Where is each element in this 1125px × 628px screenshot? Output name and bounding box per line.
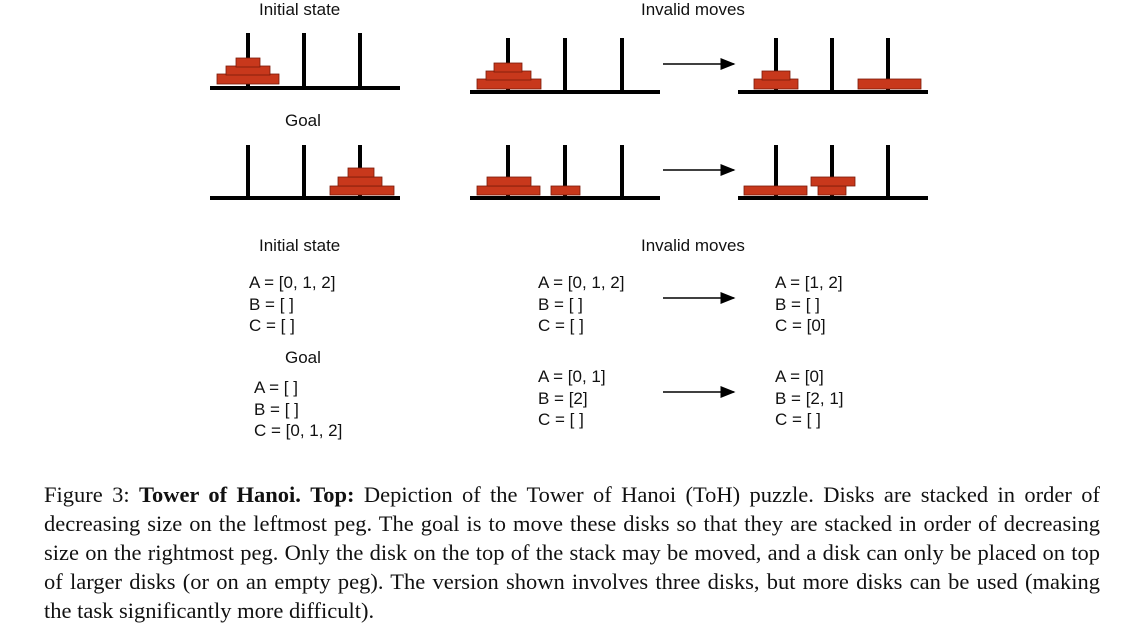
tower-of-hanoi-diagram	[210, 33, 928, 398]
caption-bold-top: Top:	[310, 482, 355, 507]
goal-towers	[210, 145, 400, 200]
caption-bold-title: Tower of Hanoi.	[139, 482, 301, 507]
top-initial-state-label: Initial state	[259, 0, 341, 19]
caption-prefix: Figure 3:	[44, 482, 139, 507]
peg-b	[302, 145, 306, 198]
peg-a	[774, 145, 778, 198]
state-line-a: A = [0, 1, 2]	[538, 273, 625, 292]
disk-2	[216, 73, 280, 85]
peg-a	[506, 145, 510, 198]
move2-from-state-text: A = [0, 1] B = [2] C = [ ]	[538, 366, 606, 431]
peg-c	[886, 145, 890, 198]
top-invalid-moves-label: Invalid moves	[641, 0, 745, 19]
state-line-b: B = [ ]	[775, 294, 820, 314]
peg-c	[620, 145, 624, 198]
state-line-a: A = [0, 1, 2]	[249, 273, 336, 292]
state-line-c: C = [ ]	[249, 316, 295, 335]
invalid-move-1-to-towers	[738, 38, 928, 94]
disk-2	[329, 185, 395, 196]
top-goal-label: Goal	[285, 111, 321, 130]
disk-0	[743, 185, 808, 196]
peg-b	[830, 38, 834, 92]
goal-state-text: A = [ ] B = [ ] C = [0, 1, 2]	[254, 377, 342, 442]
invalid-move-2-to-towers	[738, 145, 928, 200]
state-line-b: B = [ ]	[538, 294, 583, 314]
state-line-b: B = [2, 1]	[775, 388, 844, 408]
peg-c	[886, 38, 890, 92]
disk-0	[476, 185, 541, 196]
state-line-c: C = [0, 1, 2]	[254, 421, 343, 440]
bottom-goal-label: Goal	[285, 348, 321, 367]
disk-2	[817, 185, 847, 196]
disk-0	[235, 57, 261, 68]
move2-to-state-text: A = [0] B = [2, 1] C = [ ]	[775, 366, 844, 431]
figure-caption: Figure 3: Tower of Hanoi. Top: Depiction…	[44, 480, 1100, 625]
move1-to-state-text: A = [1, 2] B = [ ] C = [0]	[775, 272, 843, 337]
move1-from-state-text: A = [0, 1, 2] B = [ ] C = [ ]	[538, 272, 624, 337]
state-line-a: A = [0, 1]	[538, 367, 606, 386]
disk-1	[810, 176, 856, 187]
disk-2	[476, 78, 542, 90]
peg-b	[830, 145, 834, 198]
state-line-c: C = [ ]	[538, 316, 584, 335]
state-line-c: C = [ ]	[775, 410, 821, 429]
disk-1	[486, 176, 532, 187]
invalid-move-2-from-towers	[470, 145, 660, 200]
state-line-b: B = [ ]	[249, 294, 294, 314]
state-line-c: C = [ ]	[538, 410, 584, 429]
peg-b	[563, 145, 567, 198]
disk-0	[857, 78, 922, 90]
invalid-move-1-from-towers	[470, 38, 660, 94]
state-line-b: B = [ ]	[254, 399, 299, 419]
peg-b	[302, 33, 306, 88]
peg-a	[774, 38, 778, 92]
disk-0	[347, 167, 375, 178]
bottom-initial-state-label: Initial state	[259, 236, 341, 255]
state-line-c: C = [0]	[775, 316, 826, 335]
bottom-invalid-moves-label: Invalid moves	[641, 236, 745, 255]
state-line-a: A = [0]	[775, 367, 824, 386]
peg-a	[246, 145, 250, 198]
disk-1	[337, 176, 383, 187]
disk-0	[493, 62, 523, 73]
state-line-b: B = [2]	[538, 388, 588, 408]
initial-state-text: A = [0, 1, 2] B = [ ] C = [ ]	[249, 272, 335, 337]
peg-c	[358, 33, 362, 88]
peg-b	[563, 38, 567, 92]
caption-text: Depiction of the Tower of Hanoi (ToH) pu…	[44, 482, 1100, 623]
disk-1	[753, 78, 799, 90]
state-line-a: A = [ ]	[254, 378, 298, 397]
initial-state-towers	[210, 33, 400, 90]
peg-c	[620, 38, 624, 92]
disk-2	[761, 70, 791, 81]
disk-2	[550, 185, 581, 196]
state-line-a: A = [1, 2]	[775, 273, 843, 292]
